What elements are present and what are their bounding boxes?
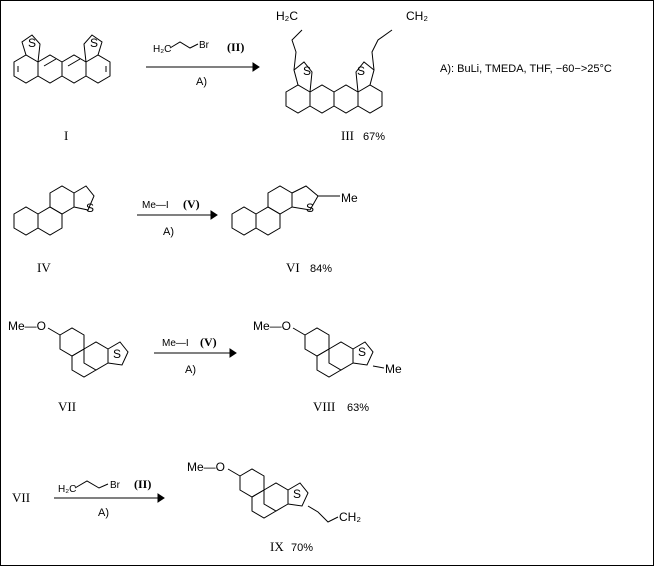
reaction1-condition: A) <box>196 76 207 88</box>
reaction3-reagent-id: (V) <box>200 335 217 349</box>
reaction4-arrowhead <box>157 493 165 503</box>
compound-IX-structure <box>227 468 339 523</box>
compound-VII-MeO: Me—O <box>8 319 46 333</box>
compound-III-S1: S <box>303 64 311 78</box>
compound-I-S1: S <box>28 36 36 50</box>
reaction4-reagent-id: (II) <box>134 477 151 491</box>
compound-VII-structure <box>47 327 129 378</box>
compound-IV-structure <box>13 185 95 236</box>
reaction3-condition: A) <box>185 364 196 376</box>
reaction3-reagent: Me—I <box>162 338 189 349</box>
reaction1-reagent-id: (II) <box>227 40 244 54</box>
compound-VII-ref-label: VII <box>12 490 30 505</box>
reaction1-arrowhead <box>252 62 260 72</box>
compound-VIII-MeO: Me—O <box>253 319 291 333</box>
compound-IV-label: IV <box>37 260 51 275</box>
compound-VI-Me: Me <box>341 191 358 205</box>
compound-VI-yield: 84% <box>310 263 332 275</box>
reaction2-reagent-id: (V) <box>183 197 200 211</box>
compound-IX-yield: 70% <box>291 542 313 554</box>
compound-VIII-S: S <box>358 345 366 359</box>
compound-IX-S: S <box>293 487 301 501</box>
reaction4-reagent-h2c: H₂C <box>58 484 76 495</box>
compound-III-H2C: H₂C <box>276 9 298 23</box>
reaction4-reagent-bonds <box>74 480 109 489</box>
reaction4-condition: A) <box>98 507 109 519</box>
compound-VIII-label: VIII <box>313 399 335 414</box>
compound-I-structure <box>13 34 111 84</box>
compound-IV-S: S <box>86 201 94 215</box>
reaction2-arrowhead <box>210 210 218 220</box>
compound-VII-label: VII <box>58 399 76 414</box>
reaction3-arrowhead <box>229 348 237 358</box>
reaction2-condition: A) <box>163 226 174 238</box>
compound-VI-label: VI <box>286 260 300 275</box>
compound-VIII-yield: 63% <box>347 402 369 414</box>
compound-III-structure <box>285 29 393 114</box>
reaction1-reagent-br: Br <box>199 40 210 51</box>
reaction1-reagent-h2c: H₂C <box>153 44 171 55</box>
compound-I-label: I <box>64 128 68 143</box>
reaction4-reagent-br: Br <box>110 480 121 491</box>
compound-VI-structure <box>231 185 340 236</box>
compound-IX-CH2: CH₂ <box>339 510 361 524</box>
compound-VIII-Me: Me <box>385 362 402 376</box>
compound-III-CH2: CH₂ <box>406 9 428 23</box>
compound-VII-S: S <box>113 347 121 361</box>
compound-VIII-structure <box>292 327 385 378</box>
compound-III-yield: 67% <box>363 131 385 143</box>
compound-III-S2: S <box>357 64 365 78</box>
compound-IX-MeO: Me—O <box>187 460 225 474</box>
conditions-definition: A): BuLi, TMEDA, THF, −60−>25°C <box>440 63 612 75</box>
reaction2-reagent: Me—I <box>142 200 169 211</box>
compound-III-label: III <box>341 128 354 143</box>
compound-VI-S: S <box>306 201 314 215</box>
reaction1-reagent-bonds <box>169 41 199 49</box>
compound-IX-label: IX <box>270 539 284 554</box>
compound-I-S2: S <box>90 36 98 50</box>
